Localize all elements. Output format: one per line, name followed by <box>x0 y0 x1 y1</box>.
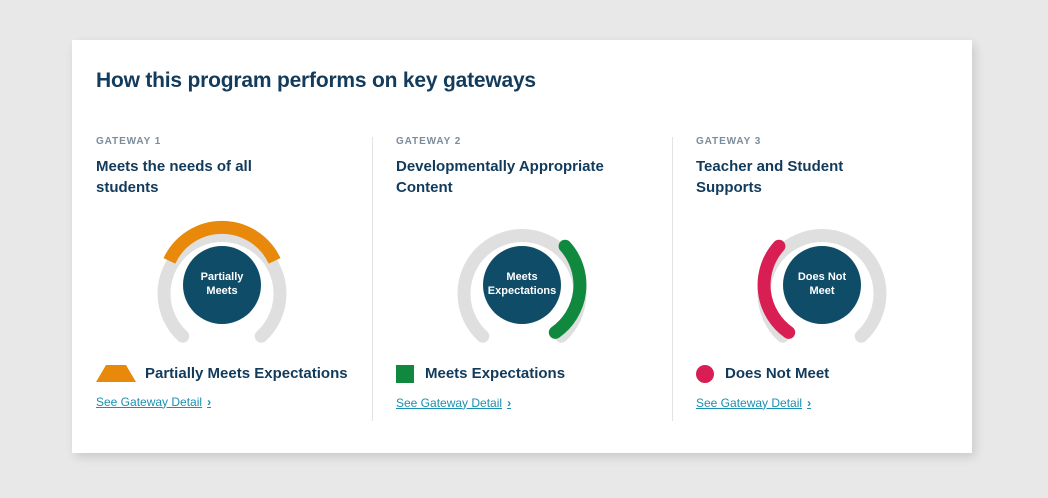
legend-row-3: Does Not Meet <box>696 364 948 383</box>
see-gateway-detail-text-3: See Gateway Detail <box>696 395 803 410</box>
legend-row-1: Partially Meets Expectations <box>96 364 348 382</box>
gauge-2: Meets Expectations <box>396 215 648 355</box>
legend-row-2: Meets Expectations <box>396 364 648 383</box>
gauge-3: Does Not Meet <box>696 215 948 355</box>
see-gateway-detail-link-1[interactable]: See Gateway Detail › <box>96 395 211 409</box>
legend-label-2: Meets Expectations <box>425 365 566 383</box>
gauge-value-arc-2 <box>548 239 587 339</box>
chevron-right-icon: › <box>207 394 212 409</box>
see-gateway-detail-link-3[interactable]: See Gateway Detail › <box>696 396 811 410</box>
gateway-column-3: GATEWAY 3 Teacher and Student Supports D… <box>672 136 972 436</box>
gauge-center-1: Partially Meets <box>183 245 261 324</box>
see-gateway-detail-link-2[interactable]: See Gateway Detail › <box>396 396 511 410</box>
gauge-track-1 <box>157 228 287 343</box>
gateway-summary-card: How this program performs on key gateway… <box>72 40 972 453</box>
gateway-column-1: GATEWAY 1 Meets the needs of all student… <box>72 136 372 436</box>
gauge-arc-svg-3 <box>757 228 887 343</box>
gauge-center-3: Does Not Meet <box>783 245 861 324</box>
triangle-icon <box>96 364 136 382</box>
legend-label-3: Does Not Meet <box>725 365 830 383</box>
gauge-center-label-1: Partially Meets <box>200 270 244 297</box>
page-title: How this program performs on key gateway… <box>96 69 536 92</box>
gateway-eyebrow-2: GATEWAY 2 <box>396 136 462 147</box>
see-gateway-detail-text-1: See Gateway Detail <box>96 394 203 409</box>
gateway-name-1: Meets the needs of all students <box>96 158 252 197</box>
legend-label-1: Partially Meets Expectations <box>145 364 348 382</box>
gateway-eyebrow-3: GATEWAY 3 <box>696 136 762 147</box>
gauge-value-arc-1 <box>163 220 281 264</box>
gauge-center-label-2: Meets Expectations <box>487 270 557 297</box>
gateway-columns: GATEWAY 1 Meets the needs of all student… <box>72 136 972 436</box>
circle-icon <box>696 364 714 383</box>
see-gateway-detail-text-2: See Gateway Detail <box>396 395 503 410</box>
gateway-eyebrow-1: GATEWAY 1 <box>96 136 162 147</box>
gauge-arc-svg-2 <box>457 228 587 343</box>
gauge-center-label-3: Does Not Meet <box>797 270 847 297</box>
gauge-arc-svg-1 <box>157 220 287 343</box>
gauge-value-arc-3 <box>757 239 796 339</box>
chevron-right-icon: › <box>507 395 512 410</box>
square-icon <box>396 364 414 383</box>
gateway-name-3: Teacher and Student Supports <box>696 158 844 197</box>
chevron-right-icon: › <box>807 395 812 410</box>
gateway-name-2: Developmentally Appropriate Content <box>396 158 604 197</box>
gauge-center-2: Meets Expectations <box>483 245 561 324</box>
gateway-column-2: GATEWAY 2 Developmentally Appropriate Co… <box>372 136 672 436</box>
gauge-1: Partially Meets <box>96 215 348 355</box>
